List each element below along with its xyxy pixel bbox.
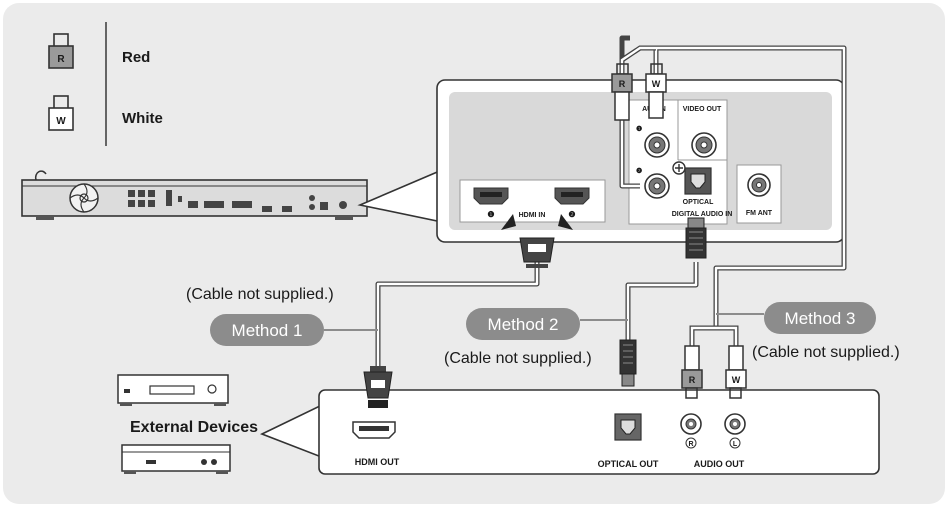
arrow-to-hdmi-1 [501, 214, 516, 230]
fm-ant-group: FM ANT [736, 164, 782, 224]
optical-label: OPTICAL [683, 199, 714, 206]
red-plug-top-icon: R [611, 63, 633, 121]
hdmi-plug-top-icon [519, 237, 555, 268]
video-out-jack [691, 132, 717, 158]
hdmi-in-label: HDMI IN [519, 212, 546, 219]
plus-icon [672, 161, 686, 175]
red-plug-top-letter: R [619, 79, 626, 89]
hdmi-out-label: HDMI OUT [355, 457, 400, 467]
home-theater-unit [21, 170, 368, 220]
method-2: Method 2 (Cable not supplied.) [444, 308, 628, 367]
speaker-terminals [128, 190, 182, 207]
aux-in-1-jack [644, 132, 670, 158]
hdmi-in-group: ❶ HDMI IN ❷ [459, 179, 606, 223]
white-plug-bottom-icon: W [725, 345, 747, 399]
white-plug-top-icon: W [645, 63, 667, 119]
external-devices-title: External Devices [130, 419, 258, 436]
method-2-pill [466, 308, 580, 340]
digital-audio-in-label: DIGITAL AUDIO IN [672, 211, 733, 218]
method-2-label: Method 2 [488, 315, 559, 334]
hdmi-arrows [501, 214, 573, 230]
optical-out-label: OPTICAL OUT [598, 459, 659, 469]
legend-white-label: White [122, 110, 163, 127]
audio-out-label: AUDIO OUT [694, 459, 745, 469]
optical-in-port [684, 167, 712, 195]
legend-red-label: Red [122, 49, 150, 66]
hdmi-in-1-port [473, 187, 509, 205]
hdmi-in-port1-label: ❶ [487, 210, 494, 219]
rw-branch-bottom-core [690, 326, 738, 348]
red-plug-letter: R [57, 54, 65, 65]
method-1: Method 1 (Cable not supplied.) [186, 286, 378, 346]
external-devices: External Devices [117, 374, 258, 474]
hdmi-plug-bottom-icon [363, 366, 393, 408]
method-1-pill [210, 314, 324, 346]
method-3-label: Method 3 [785, 309, 856, 328]
red-plug-bottom-icon: R [681, 345, 703, 399]
optical-out-port [614, 413, 642, 441]
dvd-device-icon [121, 444, 231, 474]
video-out-label: VIDEO OUT [683, 106, 722, 113]
arrow-to-hdmi-2 [558, 214, 573, 230]
method-2-note: (Cable not supplied.) [444, 350, 592, 367]
aux-port1-label: ❶ [636, 125, 642, 133]
method-3-pill [764, 302, 876, 334]
white-plug-bottom-letter: W [732, 375, 741, 385]
white-plug-icon: W [48, 95, 74, 131]
audio-out-l-jack: L [724, 413, 746, 449]
legend: R W Red White [48, 22, 163, 146]
audio-video-block: AUX IN VIDEO OUT ❶ ❷ [628, 99, 733, 225]
hdmi-out-port [352, 421, 396, 439]
aux-port2-label: ❷ [636, 167, 642, 175]
white-plug-letter: W [56, 116, 66, 127]
fm-antenna-jack [747, 173, 771, 197]
hdmi-in-port2-label: ❷ [568, 210, 575, 219]
red-plug-icon: R [48, 33, 74, 69]
vcr-device-icon [117, 374, 229, 406]
method-1-label: Method 1 [232, 321, 303, 340]
white-plug-top-letter: W [652, 79, 661, 89]
rear-panel: ❶ HDMI IN ❷ AUX IN VIDEO OUT ❶ ❷ [436, 79, 845, 243]
method-3-note: (Cable not supplied.) [752, 344, 900, 361]
audio-l-letter: L [733, 441, 738, 448]
fan-icon [69, 183, 99, 213]
rear-ports [188, 195, 347, 212]
optical-plug-top-icon [685, 217, 707, 259]
fm-ant-label: FM ANT [746, 210, 773, 217]
hdmi-in-2-port [554, 187, 590, 205]
external-panel: HDMI OUT OPTICAL OUT R L AUDIO OUT [318, 389, 880, 475]
optical-plug-bottom-icon [619, 339, 637, 387]
audio-out-r-jack: R [680, 413, 702, 449]
red-plug-bottom-letter: R [689, 375, 696, 385]
method-3: Method 3 (Cable not supplied.) [716, 302, 900, 361]
aux-in-2-jack [644, 173, 670, 199]
method-1-note: (Cable not supplied.) [186, 286, 334, 303]
audio-r-letter: R [688, 441, 693, 448]
